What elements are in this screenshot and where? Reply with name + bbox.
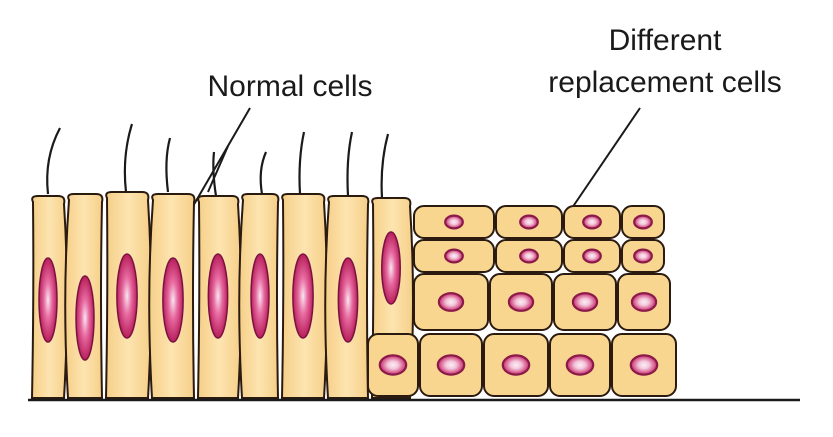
nucleus [338, 258, 357, 342]
nucleus [438, 355, 464, 374]
nucleus [567, 355, 593, 374]
leader-line-normal-cells-branch [208, 146, 228, 192]
nucleus [445, 216, 463, 229]
cilium [261, 152, 266, 194]
nucleus [439, 293, 463, 311]
nucleus [503, 355, 529, 374]
nucleus [573, 293, 597, 311]
cilium [348, 132, 353, 196]
nucleus [163, 258, 183, 342]
nucleus [208, 254, 227, 338]
columnar-cells-group [32, 192, 413, 398]
nucleus [520, 250, 538, 263]
nucleus [39, 258, 57, 342]
cilium [382, 134, 388, 198]
nucleus [520, 216, 538, 229]
nucleus [382, 232, 400, 304]
nucleus [631, 355, 657, 374]
cilium [166, 138, 170, 192]
nucleus [293, 254, 313, 338]
leader-line-replacement-cells [572, 108, 640, 208]
replacement-cells-group [368, 206, 676, 396]
cilium [125, 124, 132, 192]
label-normal-cells: Normal cells [207, 70, 372, 103]
nucleus [380, 355, 406, 374]
cilium [300, 132, 305, 194]
nucleus [251, 254, 269, 338]
label-replacement-cells: replacement cells [548, 66, 781, 99]
nucleus [583, 250, 601, 263]
nucleus [117, 254, 137, 338]
nucleus [634, 216, 652, 229]
nucleus [583, 216, 601, 229]
nucleus [509, 293, 533, 311]
cilium [47, 128, 60, 194]
nucleus [445, 250, 463, 263]
nucleus [76, 276, 94, 360]
label-different: Different [609, 24, 723, 57]
cilia-group [47, 124, 388, 198]
nucleus [632, 293, 656, 311]
nucleus [634, 250, 652, 263]
